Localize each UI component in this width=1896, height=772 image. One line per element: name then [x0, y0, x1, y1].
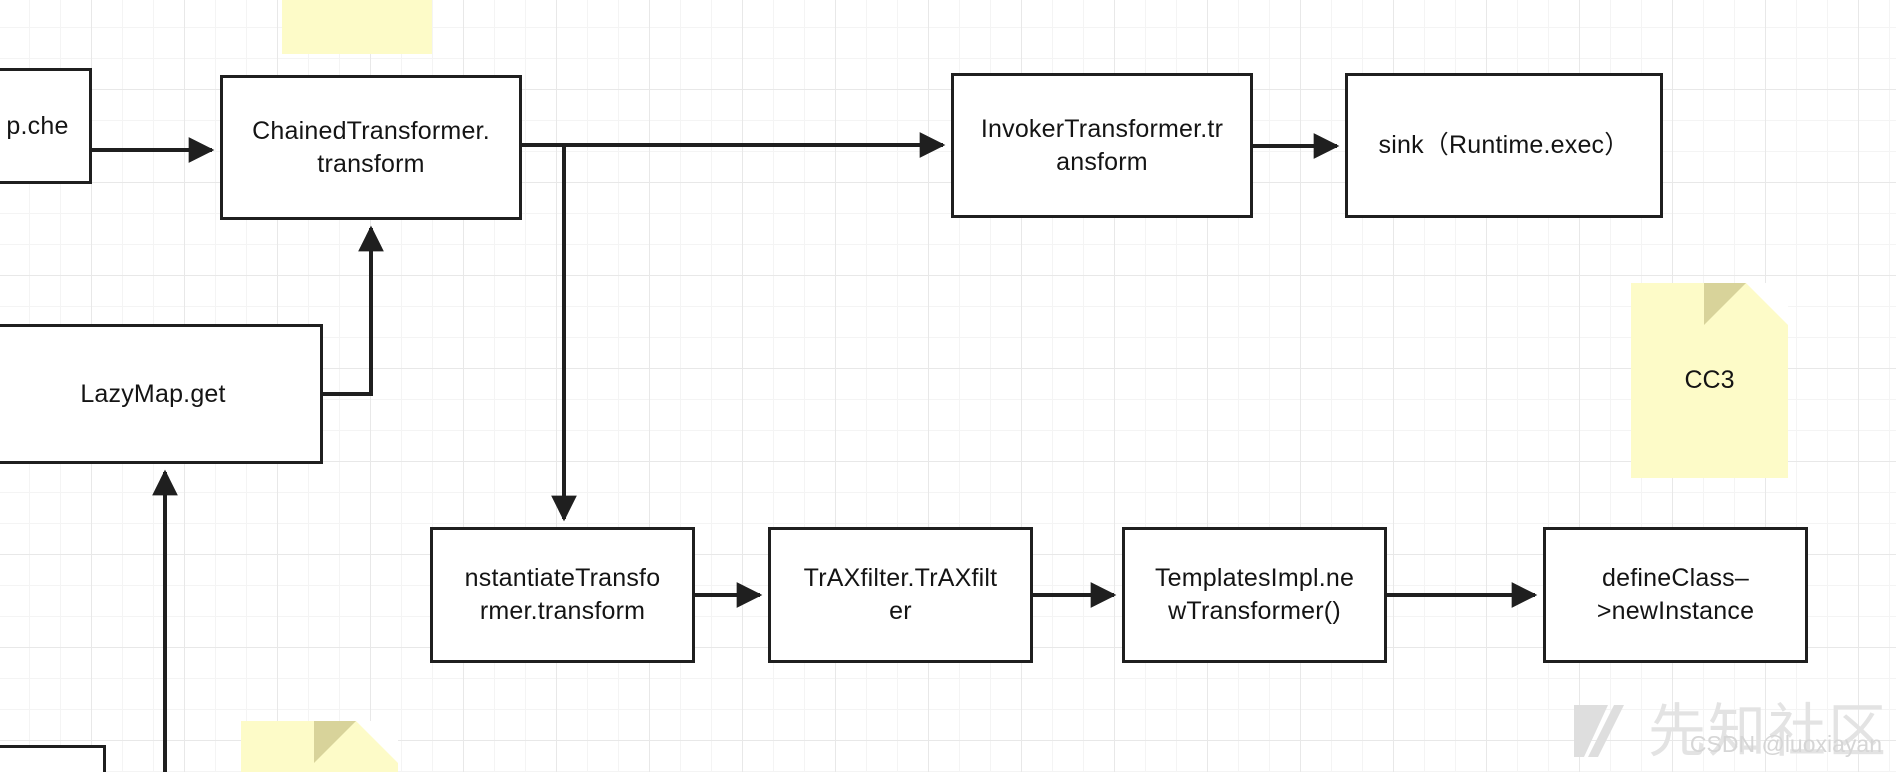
node-define-class[interactable]: defineClass–>newInstance — [1543, 527, 1808, 663]
node-chained-transformer[interactable]: ChainedTransformer.transform — [220, 75, 522, 220]
node-define-class-label: defineClass–>newInstance — [1596, 564, 1755, 625]
edge-lazymap-to-chained — [323, 225, 384, 396]
note-fold-icon — [1704, 283, 1788, 325]
node-sink[interactable]: sink（Runtime.exec） — [1345, 73, 1663, 218]
node-lazymap-get[interactable]: LazyMap.get — [0, 324, 323, 464]
note-top[interactable] — [282, 0, 432, 54]
watermark-credit: CSDN @luoxiayan — [1689, 731, 1882, 757]
note-cc3[interactable]: CC3 — [1631, 283, 1788, 478]
node-lazymap-get-label: LazyMap.get — [80, 379, 226, 408]
node-chained-transformer-label: ChainedTransformer.transform — [252, 116, 490, 178]
node-map-che[interactable]: p.che — [0, 68, 92, 184]
xianzhi-logo-icon — [1573, 705, 1624, 757]
node-map-che-label: p.che — [6, 111, 69, 140]
note-cc3-label: CC3 — [1684, 366, 1735, 394]
watermark-brand: 先知社区 — [1647, 697, 1888, 765]
node-sink-label: sink（Runtime.exec） — [1378, 131, 1630, 159]
watermark: 先知社区 — [1568, 684, 1888, 768]
node-bottom-left-partial[interactable] — [0, 745, 106, 772]
note-bottom[interactable] — [241, 721, 398, 772]
note-fold-icon — [314, 721, 398, 763]
